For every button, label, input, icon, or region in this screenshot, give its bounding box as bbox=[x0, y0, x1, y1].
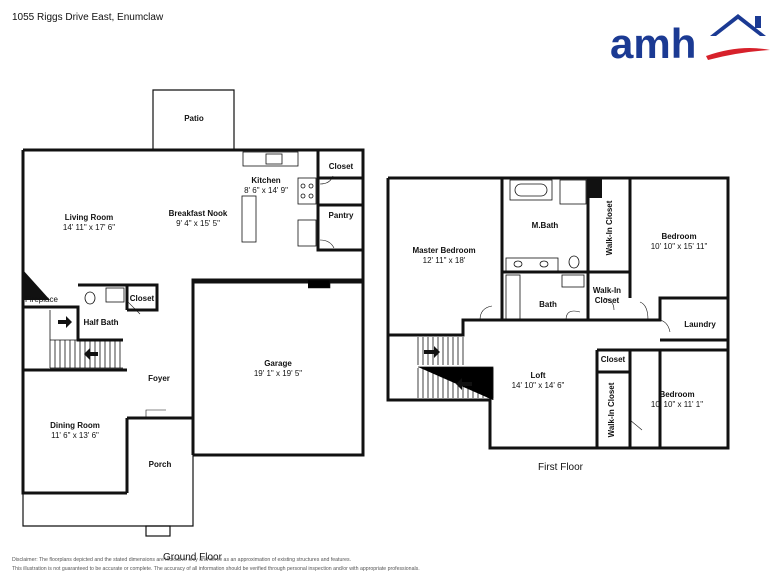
room-label-dining-room: Dining Room bbox=[50, 421, 100, 430]
room-dims-breakfast-nook: 9' 4" x 15' 5" bbox=[176, 219, 220, 228]
first-floor-label: First Floor bbox=[538, 462, 583, 473]
porch-outline bbox=[22, 455, 194, 537]
amh-logo: amh bbox=[610, 14, 770, 66]
disclaimer-line-2: This illustration is not guaranteed to b… bbox=[12, 566, 420, 572]
room-label-kitchen: Kitchen bbox=[251, 176, 280, 185]
logo-swoosh-icon bbox=[706, 48, 770, 60]
room-label-bedroom-1: Bedroom bbox=[661, 232, 696, 241]
room-label-closet-2: Closet bbox=[130, 294, 155, 303]
room-label-garage: Garage bbox=[264, 359, 292, 368]
room-label-loft: Loft bbox=[530, 371, 545, 380]
room-label-master-bedroom: Master Bedroom bbox=[412, 246, 475, 255]
half-bath-fixtures bbox=[84, 287, 125, 305]
garage-door bbox=[215, 279, 340, 456]
room-dims-master-bedroom: 12' 11" x 18' bbox=[423, 256, 466, 265]
room-label-master-bath: M.Bath bbox=[532, 221, 559, 230]
fireplace-shape bbox=[23, 270, 50, 300]
logo-text: amh bbox=[610, 20, 696, 66]
ground-floor-walls bbox=[21, 148, 365, 495]
room-label-closet: Closet bbox=[329, 162, 354, 171]
room-label-walkin-closet-3: Walk-In Closet bbox=[607, 382, 616, 437]
room-label-bath: Bath bbox=[539, 300, 557, 309]
room-dims-loft: 14' 10" x 14' 6" bbox=[512, 381, 565, 390]
chimney-block bbox=[588, 178, 602, 198]
room-label-pantry: Pantry bbox=[329, 211, 354, 220]
room-label-living-room: Living Room bbox=[65, 213, 113, 222]
room-dims-living-room: 14' 11" x 17' 6" bbox=[63, 223, 115, 232]
ground-door-swings bbox=[125, 175, 335, 418]
ground-floor-label: Ground Floor bbox=[163, 552, 222, 563]
room-dims-garage: 19' 1" x 19' 5" bbox=[254, 369, 302, 378]
room-label-walkin-closet-1: Walk-In Closet bbox=[605, 200, 614, 255]
room-label-half-bath: Half Bath bbox=[83, 318, 118, 327]
room-dims-kitchen: 8' 6" x 14' 9" bbox=[244, 186, 288, 195]
first-bath-fixtures bbox=[505, 179, 587, 320]
logo-roof-icon bbox=[710, 14, 766, 36]
room-dims-bedroom-2: 10' 10" x 11' 1" bbox=[651, 400, 703, 409]
ground-stair-arrows bbox=[58, 316, 98, 360]
room-label-closet-first: Closet bbox=[601, 355, 626, 364]
first-door-swings bbox=[479, 297, 671, 431]
first-stair-arrows bbox=[424, 346, 472, 390]
disclaimer-line-1: Disclaimer: The floorplans depicted and … bbox=[12, 557, 352, 563]
room-label-fireplace: Fireplace bbox=[25, 295, 58, 304]
room-label-foyer: Foyer bbox=[148, 374, 170, 383]
room-label-laundry: Laundry bbox=[684, 320, 716, 329]
first-stairs bbox=[417, 337, 494, 400]
room-label-breakfast-nook: Breakfast Nook bbox=[169, 209, 228, 218]
room-label-bedroom-2: Bedroom bbox=[659, 390, 694, 399]
kitchen-fixtures bbox=[241, 151, 317, 247]
property-address: 1055 Riggs Drive East, Enumclaw bbox=[12, 12, 164, 23]
room-label-porch: Porch bbox=[149, 460, 172, 469]
first-floor-walls bbox=[386, 176, 730, 450]
patio-outline bbox=[152, 89, 235, 150]
room-dims-bedroom-1: 10' 10" x 15' 11" bbox=[651, 242, 708, 251]
room-label-patio: Patio bbox=[184, 114, 204, 123]
disclaimer: Disclaimer: The floorplans depicted and … bbox=[12, 556, 712, 574]
room-dims-dining-room: 11' 6" x 13' 6" bbox=[51, 431, 99, 440]
